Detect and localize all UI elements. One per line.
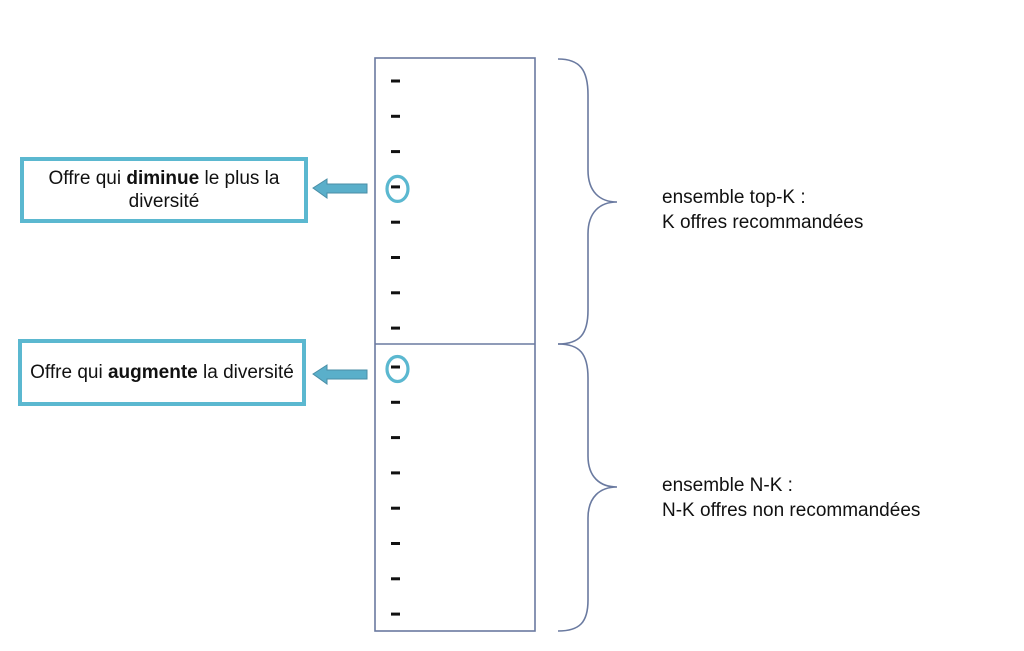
- offer-item: [391, 365, 400, 369]
- offer-item: [391, 256, 400, 259]
- arrow-left-icon: [312, 178, 368, 199]
- nk-set-label: ensemble N-K : N-K offres non recommandé…: [662, 473, 920, 523]
- callout-text: Offre qui diminue le plus la diversité: [48, 168, 280, 212]
- topk-brace: [557, 58, 618, 345]
- highlight-circle: [385, 174, 410, 203]
- offer-item: [391, 220, 400, 224]
- topk-set-title: ensemble top-K :: [662, 187, 806, 208]
- highlight-circle: [385, 354, 410, 384]
- nk-items: [385, 354, 410, 616]
- offer-item: [391, 436, 400, 440]
- callout-decrease-diversity: Offre qui diminue le plus la diversité: [20, 157, 308, 223]
- nk-set-description: N-K offres non recommandées: [662, 500, 921, 521]
- offer-item: [391, 114, 400, 118]
- topk-set-label: ensemble top-K : K offres recommandées: [662, 185, 863, 235]
- offer-item: [391, 542, 400, 545]
- offer-item: [391, 291, 400, 295]
- topk-items: [385, 79, 410, 330]
- callout-increase-diversity: Offre qui augmente la diversité: [18, 339, 306, 406]
- arrow-left-icon: [312, 364, 368, 385]
- nk-set-title: ensemble N-K :: [662, 475, 793, 496]
- offer-item: [391, 150, 400, 154]
- offer-item: [391, 185, 400, 189]
- offer-item: [391, 506, 400, 510]
- offer-item: [391, 471, 400, 475]
- offer-item: [391, 577, 400, 581]
- topk-set-description: K offres recommandées: [662, 212, 864, 233]
- offer-item: [391, 79, 400, 83]
- nk-brace: [557, 343, 618, 632]
- offer-item: [391, 400, 400, 404]
- callout-text: Offre qui augmente la diversité: [30, 362, 294, 383]
- offer-item: [391, 326, 400, 330]
- offer-item: [391, 612, 400, 616]
